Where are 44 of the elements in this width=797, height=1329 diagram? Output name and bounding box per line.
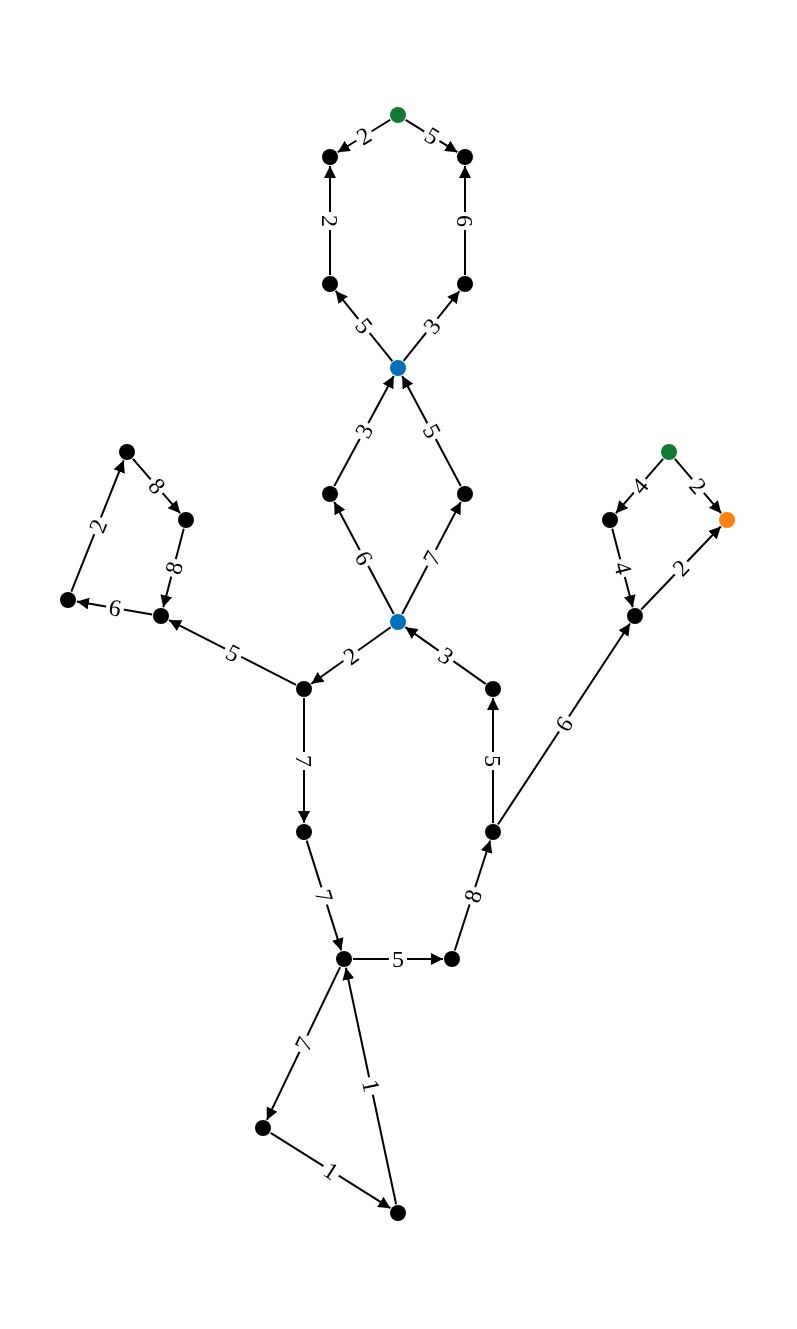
graph-node	[485, 681, 501, 697]
graph-node	[60, 592, 76, 608]
arrow	[404, 626, 487, 685]
graph-node	[119, 444, 135, 460]
arrow	[453, 839, 493, 952]
graph-node	[390, 614, 406, 630]
graph-node	[255, 1120, 271, 1136]
arrow	[402, 290, 461, 362]
graph-node	[390, 107, 406, 123]
graph-node	[336, 951, 352, 967]
arrow	[168, 619, 297, 686]
arrow	[324, 165, 336, 276]
graph-node	[390, 360, 406, 376]
graph-node	[444, 951, 460, 967]
arrow	[333, 374, 395, 488]
graph-node	[322, 276, 338, 292]
graph-node	[178, 512, 194, 528]
graph-node	[322, 486, 338, 502]
graph-node	[602, 512, 618, 528]
arrow	[269, 1131, 392, 1210]
arrow	[401, 500, 462, 616]
graph-node	[457, 486, 473, 502]
graph-node	[390, 1205, 406, 1221]
arrow	[352, 953, 444, 965]
graph-node	[485, 824, 501, 840]
graph-node	[627, 608, 643, 624]
graph-node	[296, 824, 312, 840]
graph-node	[719, 512, 735, 528]
graph-node	[457, 276, 473, 292]
arrow	[70, 459, 125, 593]
graph-node	[153, 608, 169, 624]
arrow	[305, 839, 344, 952]
graph-node	[322, 149, 338, 165]
graph-node	[661, 444, 677, 460]
arrow	[265, 966, 342, 1121]
graph-node	[457, 149, 473, 165]
arrow	[487, 697, 499, 824]
arrow	[298, 697, 310, 824]
graph-node	[296, 681, 312, 697]
arrow	[333, 500, 395, 616]
arrow	[496, 622, 632, 826]
arrow	[640, 525, 722, 611]
arrow	[401, 374, 462, 488]
arrow	[342, 966, 398, 1206]
